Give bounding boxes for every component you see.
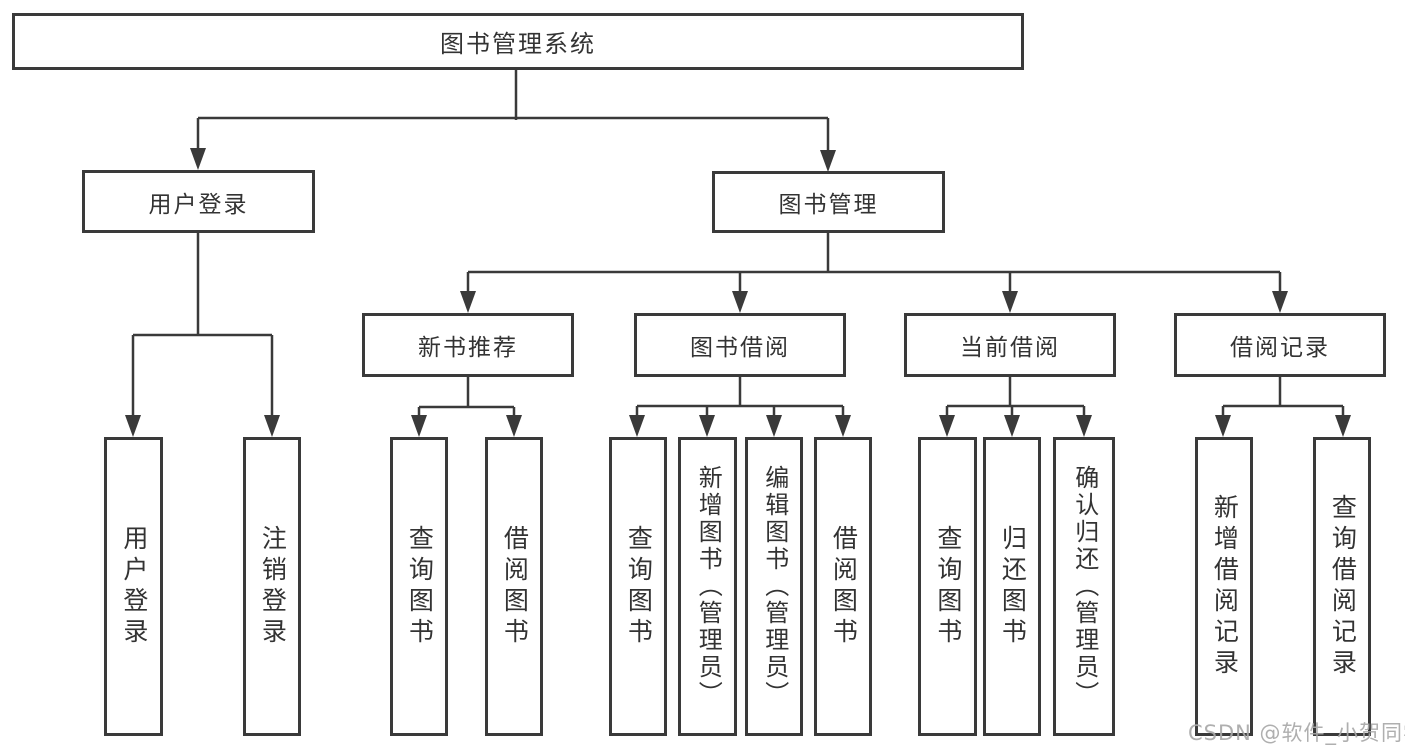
leaf-logout-label: 注销登录	[258, 524, 288, 649]
leaf-edit-book-admin-label: 编辑图书（管理员）	[760, 465, 789, 708]
leaf-add-borrow-record: 新增借阅记录	[1195, 437, 1253, 736]
node-current-borrow-label: 当前借阅	[960, 335, 1060, 361]
leaf-query-books-recommend: 查询图书	[390, 437, 448, 736]
leaf-query-borrow-record: 查询借阅记录	[1313, 437, 1371, 736]
arrowheads	[125, 148, 1351, 437]
leaf-query-books-borrow: 查询图书	[609, 437, 667, 736]
leaf-confirm-return-admin-label: 确认归还（管理员）	[1070, 465, 1099, 708]
root-node-label: 图书管理系统	[440, 30, 596, 58]
leaf-add-book-admin-label: 新增图书（管理员）	[694, 465, 723, 708]
leaf-confirm-return-admin: 确认归还（管理员）	[1053, 437, 1115, 736]
node-book-management-label: 图书管理	[778, 192, 879, 218]
node-borrow-records-label: 借阅记录	[1230, 335, 1330, 361]
leaf-user-login: 用户登录	[104, 437, 163, 736]
leaf-borrow-books-recommend: 借阅图书	[485, 437, 543, 736]
leaf-borrow-books-label: 借阅图书	[829, 524, 859, 649]
node-user-login-label: 用户登录	[148, 191, 249, 218]
node-current-borrow: 当前借阅	[904, 313, 1116, 377]
leaf-user-login-label: 用户登录	[119, 524, 149, 649]
leaf-add-borrow-record-label: 新增借阅记录	[1210, 493, 1240, 680]
connector-stems	[131, 70, 1345, 417]
leaf-query-borrow-record-label: 查询借阅记录	[1328, 493, 1358, 680]
node-borrow-records: 借阅记录	[1174, 313, 1386, 377]
leaf-return-book-label: 归还图书	[998, 524, 1028, 649]
leaf-query-books-current: 查询图书	[918, 437, 977, 736]
leaf-borrow-books-recommend-label: 借阅图书	[500, 524, 530, 649]
node-book-management: 图书管理	[712, 171, 945, 233]
node-book-borrow-label: 图书借阅	[690, 335, 790, 361]
watermark: CSDN @软件_小贺同学	[1188, 721, 1405, 745]
leaf-edit-book-admin: 编辑图书（管理员）	[745, 437, 803, 736]
leaf-query-books-borrow-label: 查询图书	[624, 524, 654, 649]
leaf-logout: 注销登录	[243, 437, 301, 736]
node-new-book-recommend: 新书推荐	[362, 313, 574, 377]
leaf-add-book-admin: 新增图书（管理员）	[678, 437, 737, 736]
leaf-query-books-recommend-label: 查询图书	[405, 524, 435, 649]
leaf-return-book: 归还图书	[983, 437, 1041, 736]
leaf-borrow-books: 借阅图书	[814, 437, 872, 736]
leaf-query-books-current-label: 查询图书	[933, 524, 963, 649]
root-node-library-system: 图书管理系统	[12, 13, 1024, 70]
node-user-login: 用户登录	[82, 170, 315, 233]
node-new-book-recommend-label: 新书推荐	[418, 335, 518, 361]
node-book-borrow: 图书借阅	[634, 313, 846, 377]
